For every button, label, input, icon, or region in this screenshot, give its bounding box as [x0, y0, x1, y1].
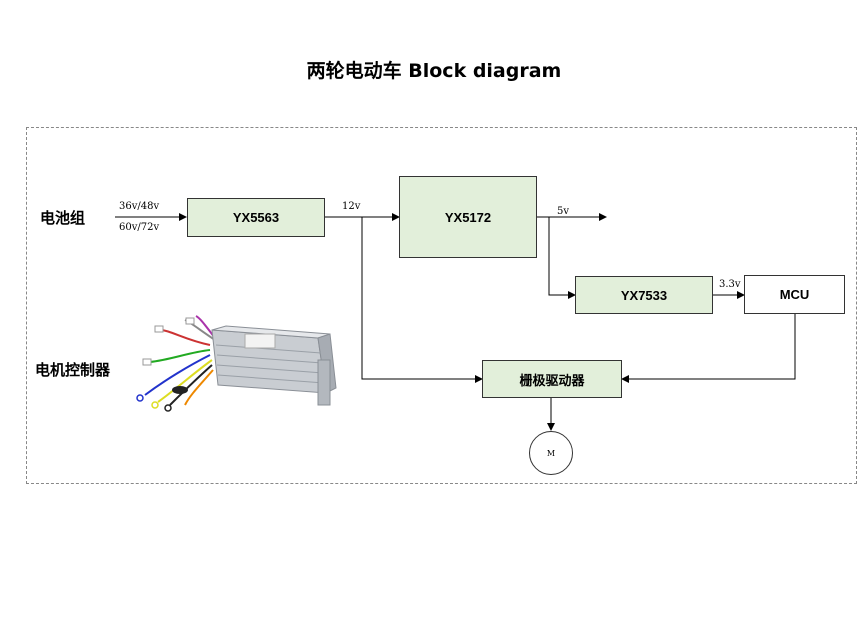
block-yx7533: YX7533 — [575, 276, 713, 314]
input-voltage-high: 36v/48v — [119, 201, 160, 212]
controller-label: 电机控制器 — [35, 361, 111, 379]
block-gate-driver: 栅极驱动器 — [482, 360, 622, 398]
motor-controller-image — [136, 315, 337, 412]
wire-mcu-to-gate-driver — [621, 314, 796, 383]
block-yx5172: YX5172 — [399, 176, 537, 258]
diagram-title: 两轮电动车 Block diagram — [306, 60, 562, 82]
motor-icon: M — [529, 431, 573, 475]
wire-12v-to-gate-driver — [361, 217, 483, 383]
battery-label: 电池组 — [40, 209, 86, 227]
voltage-5v: 5v — [557, 206, 570, 217]
input-voltage-low: 60v/72v — [119, 222, 160, 233]
diagram-frame — [26, 127, 857, 484]
voltage-3v3: 3.3v — [719, 279, 741, 290]
block-mcu: MCU — [744, 275, 845, 314]
block-yx5563: YX5563 — [187, 198, 325, 237]
wire-5v-to-yx7533 — [548, 217, 576, 299]
voltage-12v: 12v — [342, 201, 361, 212]
